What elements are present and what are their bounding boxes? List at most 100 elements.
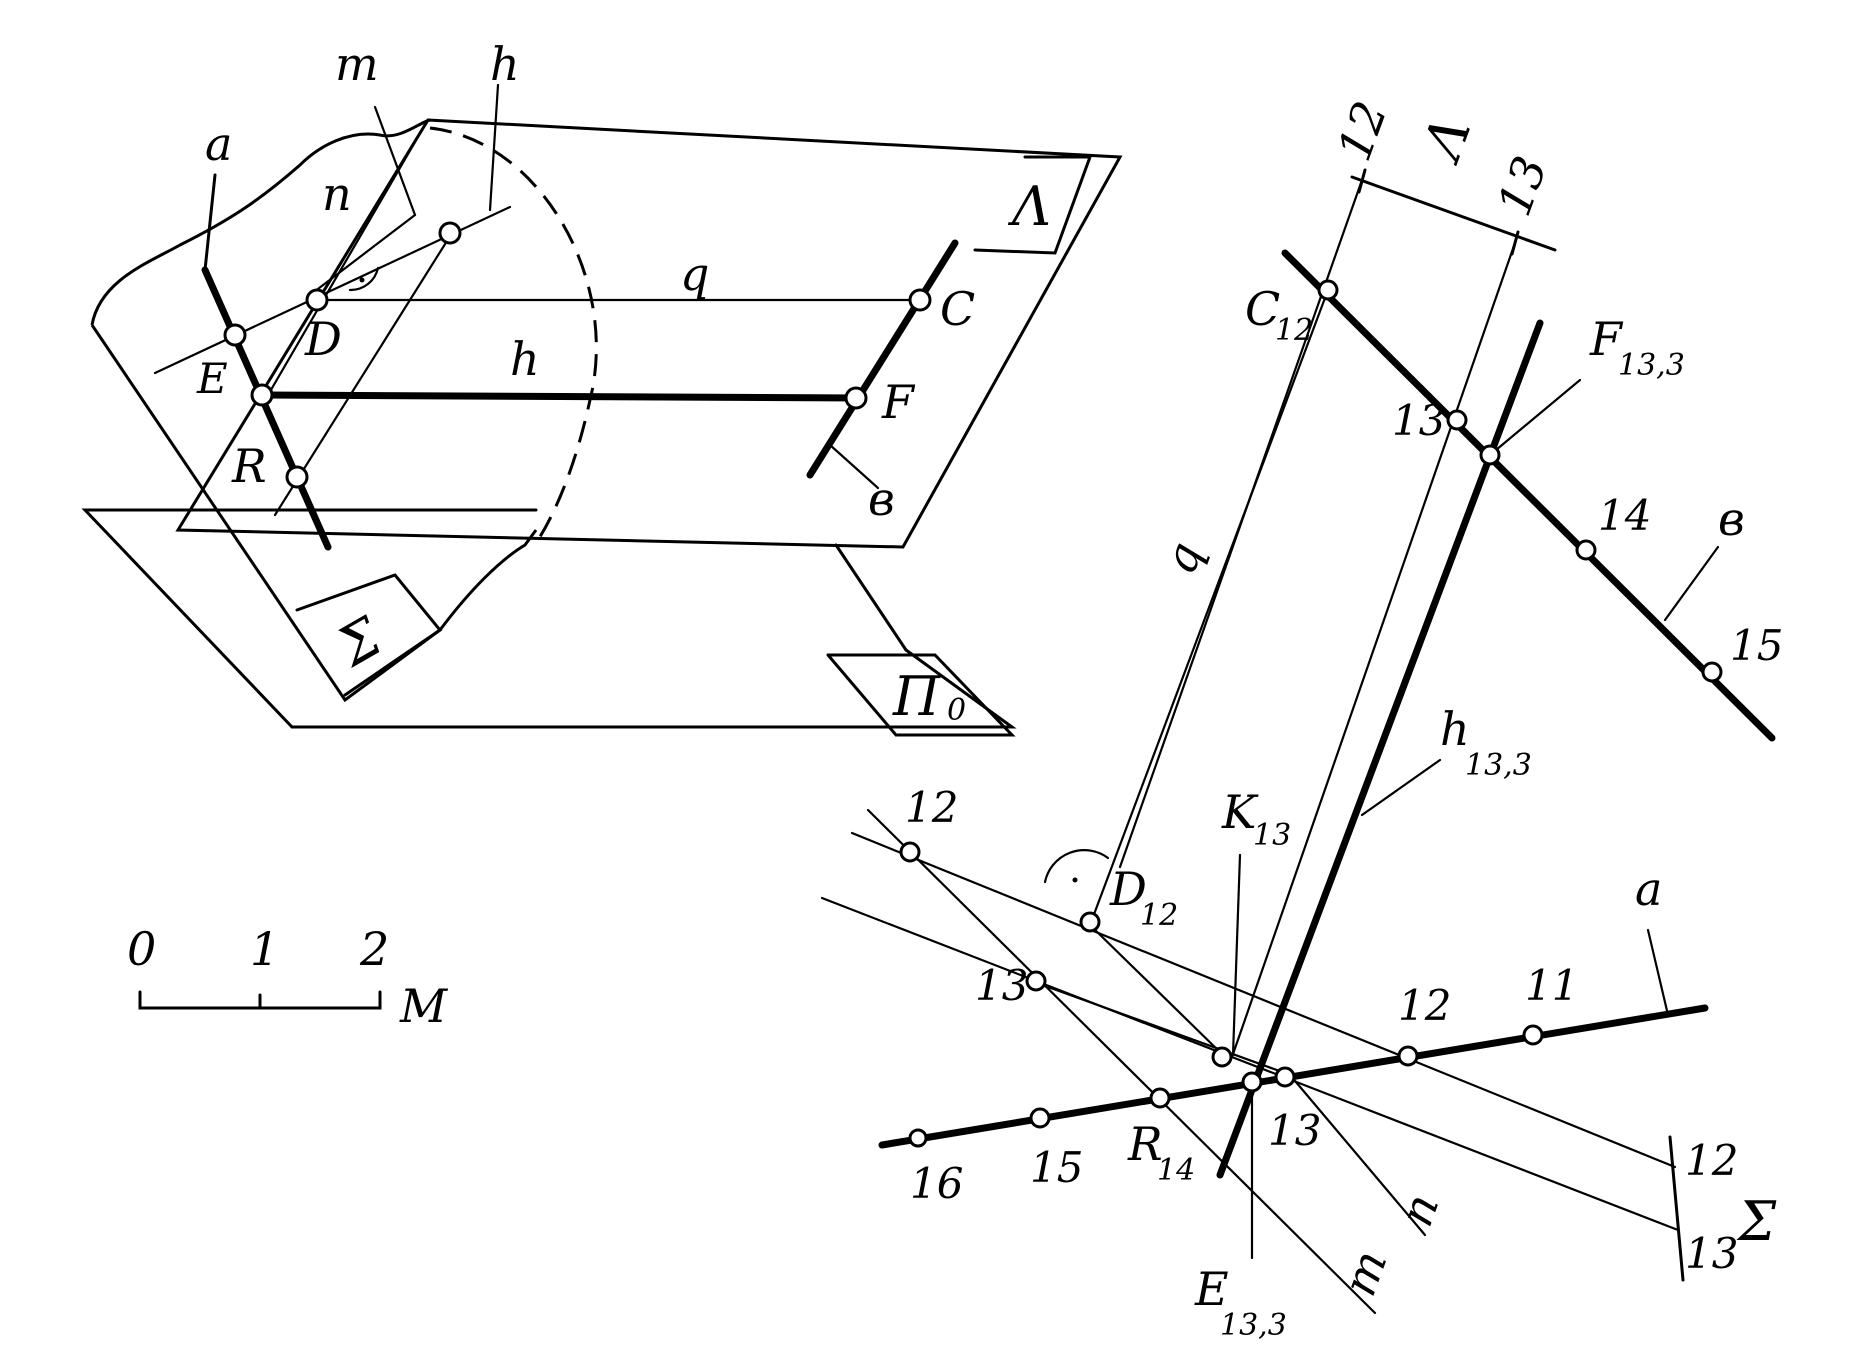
label-m-12: 12 [905,783,958,832]
line-m-leader [373,105,417,217]
label-F133-sub: 13,3 [1618,348,1685,383]
point-D [305,288,329,312]
proj-right-angle-dot [1072,877,1078,883]
proj-point-b15 [1701,661,1723,683]
K13-leader [1231,853,1242,1057]
sigma-line-12 [850,831,1677,1169]
proj-point-a11 [1522,1024,1544,1046]
proj-point-b14 [1575,539,1597,561]
label-point-D: D [304,312,342,366]
dashed-arc [429,126,598,541]
plane-lambda-label-box [973,155,1093,255]
line-m [308,213,417,297]
lambda-trace [1350,175,1557,252]
scale-tick-0: 0 [127,922,156,976]
label-line-a: a [205,117,232,171]
lambda-line-upper [266,140,417,397]
proj-point-D12 [1079,911,1101,933]
label-line-b-right: в [1718,492,1745,546]
right-angle-mark [348,266,380,292]
label-point-E: E [196,354,228,403]
point-E-h [250,383,274,407]
label-line-m-right: m [1332,1243,1398,1302]
label-R14-sub: 14 [1157,1153,1195,1188]
label-sigma: Σ [1736,1190,1777,1253]
sigma-trace [1668,1135,1685,1282]
label-lambda-13: 13 [1487,149,1558,222]
plane-sigma-label-box [295,573,443,697]
label-point-R: R [231,439,267,493]
label-line-n-right: n [1389,1187,1450,1233]
label-a-11: 11 [1525,961,1578,1010]
proj-line-b [1281,249,1776,742]
label-plane-lambda: Λ [1007,175,1051,238]
scale-tick-2: 2 [359,922,389,976]
proj-line-m-leader-top [1088,923,1227,1059]
proj-point-b13 [1446,409,1468,431]
line-a [201,266,332,551]
label-E133: E [1194,1262,1229,1316]
label-b-13: 13 [1392,396,1445,445]
line-b [806,239,959,479]
right-angle-dot [359,277,365,283]
lambda-ray-13 [1230,238,1518,1059]
label-b-15: 15 [1730,621,1783,670]
label-point-F: F [881,375,916,429]
label-D12: D [1109,862,1147,916]
label-K13: K [1221,785,1259,839]
proj-point-m12 [899,841,921,863]
plane-pi0-outline-right [834,543,908,652]
proj-line-F-leader [1488,378,1582,457]
point-F [844,386,868,410]
point-E [223,323,247,347]
label-lambda-12: 12 [1327,94,1398,167]
label-line-q: q [680,247,709,301]
line-h-leader [488,83,500,212]
scale-unit: М [399,979,449,1033]
proj-point-a15 [1029,1107,1051,1129]
scale-bar: 0 1 2 М [127,922,449,1033]
label-R14: R [1127,1117,1163,1171]
plane-pi0-label-box [826,653,1016,737]
label-E133-sub: 13,3 [1220,1308,1287,1343]
label-b-14: 14 [1598,491,1651,540]
proj-point-R14 [1149,1087,1171,1109]
label-lambda: Λ [1409,109,1483,172]
label-line-m: m [335,37,379,91]
label-K13-sub: 13 [1253,818,1291,853]
proj-line-m [866,808,1377,1315]
proj-right-angle-mark [1043,849,1110,884]
proj-point-K13 [1211,1046,1233,1068]
label-h133: h [1440,702,1470,756]
lambda-line-lower [273,231,454,517]
proj-point-F [1479,444,1501,466]
label-q: q [1152,535,1213,581]
label-a-13: 13 [1268,1106,1321,1155]
label-sigma-13: 13 [1685,1229,1738,1278]
proj-point-m13 [1025,970,1047,992]
proj-line-h-leader [1360,758,1442,817]
projection-view: 12 Λ 13 C 12 F 13,3 13 14 15 в h 13,3 q … [820,94,1783,1343]
proj-point-E13 [1241,1071,1263,1093]
label-a-16: 16 [910,1159,963,1208]
label-line-h-mid: h [510,332,540,386]
scale-tick-1: 1 [250,922,279,976]
label-m-13: 13 [975,961,1028,1010]
label-line-b: в [868,472,895,526]
label-sigma-12: 12 [1685,1136,1738,1185]
plane-sigma-outline [90,118,538,703]
proj-line-n-inner [1035,981,1287,1075]
proj-line-q [1088,288,1330,927]
axonometric-view: a m h n q h в D E R C F Λ Σ Π 0 [81,37,1123,737]
label-line-n: n [322,167,352,221]
label-line-h-top: h [490,37,520,91]
proj-line-h [1216,319,1544,1179]
point-upper-h [438,221,462,245]
point-R [285,465,309,489]
label-C12-sub: 12 [1275,313,1313,348]
proj-point-C12 [1317,279,1339,301]
label-a-12: 12 [1398,981,1451,1030]
label-D12-sub: 12 [1140,898,1178,933]
label-point-C: C [940,282,975,336]
